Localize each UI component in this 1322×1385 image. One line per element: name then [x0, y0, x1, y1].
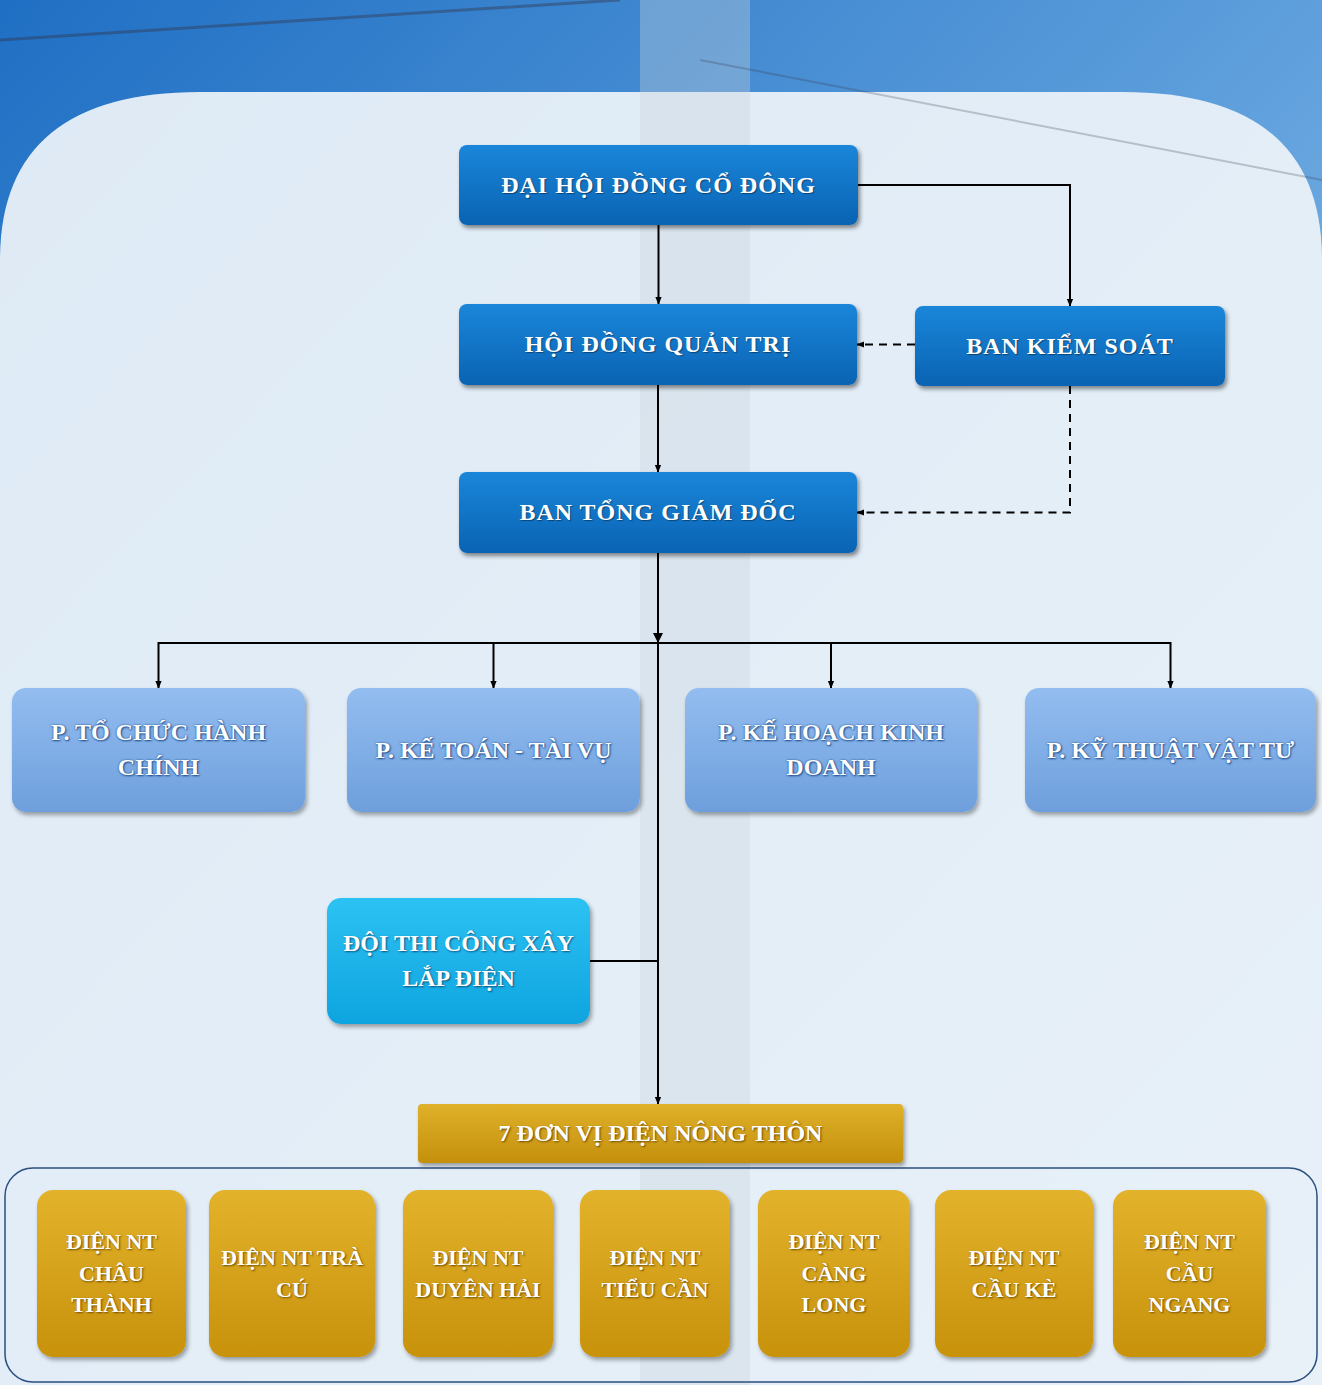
- department-box: P. KẾ TOÁN - TÀI VỤ: [347, 688, 640, 812]
- node-label: P. KỸ THUẬT VẬT TƯ: [1047, 733, 1294, 768]
- command-arrow: [658, 553, 1171, 688]
- junction-arrow: [653, 633, 663, 643]
- wire: [0, 0, 620, 40]
- node-label: ĐẠI HỘI ĐỒNG CỔ ĐÔNG: [501, 168, 816, 203]
- node-label: ĐIỆN NT CẦU NGANG: [1123, 1226, 1256, 1322]
- command-arrow: [858, 185, 1070, 306]
- node-label: P. KẾ TOÁN - TÀI VỤ: [375, 733, 611, 768]
- department-box: P. KẾ HOẠCH KINH DOANH: [685, 688, 977, 812]
- unit-box: ĐIỆN NT TRÀ CÚ: [209, 1190, 375, 1357]
- node-label: HỘI ĐỒNG QUẢN TRỊ: [525, 327, 792, 362]
- command-arrow: [159, 553, 659, 688]
- unit-box: ĐIỆN NT DUYÊN HẢI: [403, 1190, 553, 1357]
- node-label: ĐỘI THI CÔNG XÂY LẮP ĐIỆN: [341, 926, 576, 996]
- unit-box: ĐIỆN NT CẦU KÈ: [935, 1190, 1093, 1357]
- units-frame: [5, 1168, 1317, 1382]
- director-box: BAN TỔNG GIÁM ĐỐC: [459, 472, 857, 553]
- supervision-arrow: [857, 344, 915, 346]
- board-box: HỘI ĐỒNG QUẢN TRỊ: [459, 304, 857, 385]
- unit-box: ĐIỆN NT TIỂU CẦN: [580, 1190, 730, 1357]
- command-arrow: [657, 385, 659, 472]
- command-arrow: [658, 553, 831, 688]
- node-label: P. TỔ CHỨC HÀNH CHÍNH: [26, 715, 291, 785]
- node-label: BAN TỔNG GIÁM ĐỐC: [519, 495, 796, 530]
- node-label: ĐIỆN NT CẦU KÈ: [945, 1242, 1083, 1306]
- command-arrow: [494, 553, 659, 688]
- node-label: BAN KIỂM SOÁT: [966, 329, 1174, 364]
- unit-box: ĐIỆN NT CÀNG LONG: [758, 1190, 910, 1357]
- unit-box: ĐIỆN NT CHÂU THÀNH: [37, 1190, 186, 1357]
- node-label: ĐIỆN NT TRÀ CÚ: [219, 1242, 365, 1306]
- node-label: 7 ĐƠN VỊ ĐIỆN NÔNG THÔN: [499, 1116, 823, 1151]
- node-label: ĐIỆN NT CÀNG LONG: [768, 1226, 900, 1322]
- group-band: 7 ĐƠN VỊ ĐIỆN NÔNG THÔN: [418, 1104, 903, 1163]
- supervision-arrow: [857, 386, 1070, 513]
- node-label: ĐIỆN NT CHÂU THÀNH: [47, 1226, 176, 1322]
- command-arrow: [658, 225, 660, 304]
- team-box: ĐỘI THI CÔNG XÂY LẮP ĐIỆN: [327, 898, 590, 1024]
- department-box: P. KỸ THUẬT VẬT TƯ: [1025, 688, 1316, 812]
- node-label: ĐIỆN NT TIỂU CẦN: [590, 1242, 720, 1306]
- control-box: BAN KIỂM SOÁT: [915, 306, 1225, 386]
- assembly-box: ĐẠI HỘI ĐỒNG CỔ ĐÔNG: [459, 145, 858, 225]
- unit-box: ĐIỆN NT CẦU NGANG: [1113, 1190, 1266, 1357]
- department-box: P. TỔ CHỨC HÀNH CHÍNH: [12, 688, 305, 812]
- node-label: ĐIỆN NT DUYÊN HẢI: [413, 1242, 543, 1306]
- node-label: P. KẾ HOẠCH KINH DOANH: [699, 715, 963, 785]
